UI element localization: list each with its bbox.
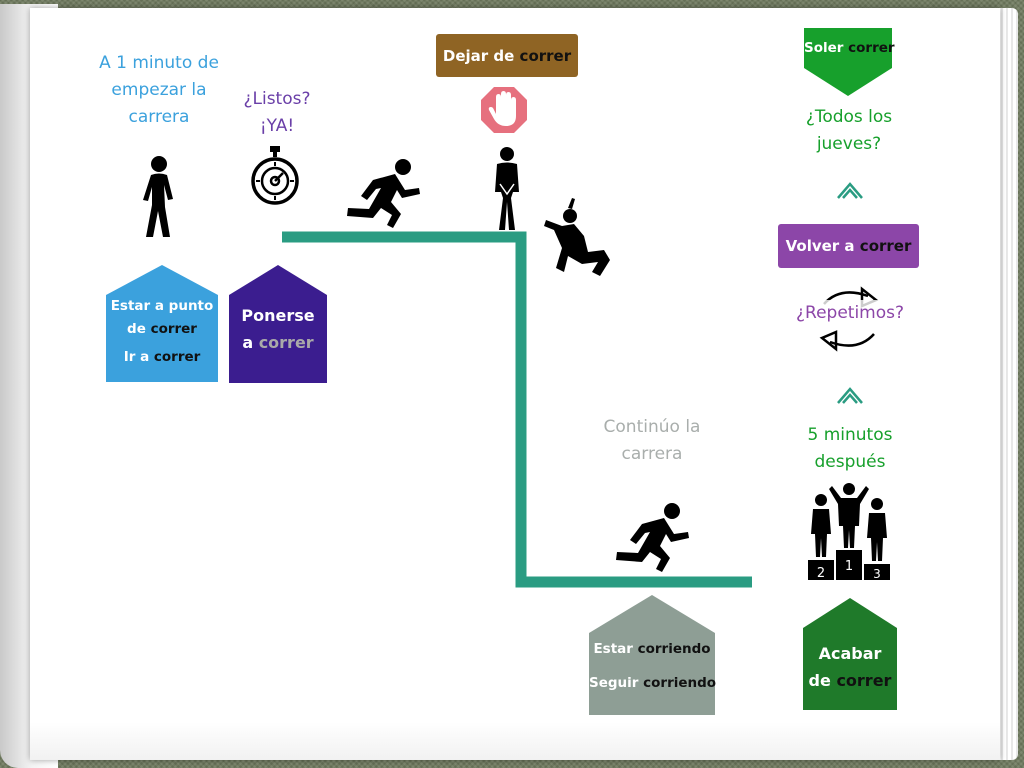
house-about-to-run-text: Estar a punto de correr Ir a correr — [106, 265, 218, 382]
usual-label-verb: correr — [848, 40, 895, 56]
house-finish-running — [803, 598, 897, 710]
stop-hand-icon — [481, 87, 527, 133]
keep-line-2-verb: corriendo — [643, 675, 717, 691]
ready-text: ¿Listos? ¡YA! — [232, 86, 322, 140]
book-right-page-edge — [996, 8, 1018, 760]
stopwatch-icon — [251, 146, 299, 205]
minute-before-line-2: empezar la — [111, 80, 207, 100]
house-finish-running-text: Acabar de correr — [803, 598, 897, 710]
start-line-2-verb: correr — [258, 333, 314, 352]
five-minutes-line-2: después — [814, 452, 886, 472]
falling-person-icon — [544, 198, 610, 276]
ready-line-1: ¿Listos? — [243, 89, 311, 109]
about-to-line-3-verb: correr — [153, 349, 201, 365]
every-thursday-line-2: jueves? — [816, 134, 882, 154]
usual-running-label: Soler correr — [804, 40, 895, 56]
five-minutes-text: 5 minutos después — [800, 422, 900, 476]
every-thursday-text: ¿Todos los jueves? — [796, 104, 902, 158]
walking-person-icon — [143, 156, 173, 237]
usual-running-banner — [804, 28, 892, 96]
start-line-1: Ponerse — [241, 306, 315, 325]
house-keep-running — [589, 595, 715, 715]
standing-person-icon — [495, 147, 519, 230]
repeat-text: ¿Repetimos? — [796, 300, 904, 327]
usual-label-prefix: Soler — [804, 40, 844, 56]
stop-running-label: Dejar de correr — [436, 34, 578, 77]
continue-line-1: Continúo la — [603, 417, 701, 437]
run-again-label: Volver a correr — [778, 224, 919, 268]
about-to-line-3-prefix: Ir a — [123, 349, 150, 365]
podium-icon: 2 1 3 — [808, 483, 890, 581]
again-label-verb: correr — [859, 237, 912, 255]
minute-before-line-3: carrera — [128, 107, 190, 127]
every-thursday-line-1: ¿Todos los — [805, 107, 893, 127]
minute-before-text: A 1 minuto de empezar la carrera — [96, 50, 222, 131]
house-start-running — [229, 265, 327, 383]
podium-place-2: 2 — [817, 566, 825, 581]
keep-line-2-prefix: Seguir — [589, 675, 639, 691]
podium-place-1: 1 — [845, 559, 853, 574]
about-to-line-2-verb: correr — [150, 321, 197, 337]
start-line-2-prefix: a — [242, 333, 254, 352]
house-keep-running-text: Estar corriendo Seguir corriendo — [589, 595, 717, 715]
about-to-line-2-prefix: de — [127, 321, 146, 337]
five-minutes-line-1: 5 minutos — [807, 425, 893, 445]
finish-line-2-verb: correr — [836, 671, 892, 690]
house-start-running-text: Ponerse a correr — [229, 265, 327, 383]
chevron-up-icon — [837, 387, 863, 404]
keep-line-1-prefix: Estar — [593, 641, 633, 657]
staircase-path — [282, 231, 752, 588]
running-person-icon — [347, 159, 420, 228]
minute-before-line-1: A 1 minuto de — [99, 53, 219, 73]
repeat-cycle-icon — [819, 286, 879, 352]
page-bottom-fold — [30, 722, 1000, 760]
again-label-prefix: Volver a — [785, 237, 855, 255]
continue-race-text: Continúo la carrera — [596, 414, 708, 468]
ready-line-2: ¡YA! — [259, 116, 295, 136]
keep-line-1-verb: corriendo — [637, 641, 711, 657]
stop-label-verb: correr — [519, 46, 572, 65]
finish-line-2-prefix: de — [808, 671, 831, 690]
house-about-to-run — [106, 265, 218, 382]
podium-place-3: 3 — [873, 567, 881, 581]
continue-line-2: carrera — [621, 444, 683, 464]
about-to-line-1: Estar a punto — [110, 298, 214, 314]
running-person-icon — [616, 503, 689, 572]
chevron-up-icon — [837, 182, 863, 199]
stop-label-prefix: Dejar de — [442, 46, 515, 65]
finish-line-1: Acabar — [818, 644, 882, 663]
